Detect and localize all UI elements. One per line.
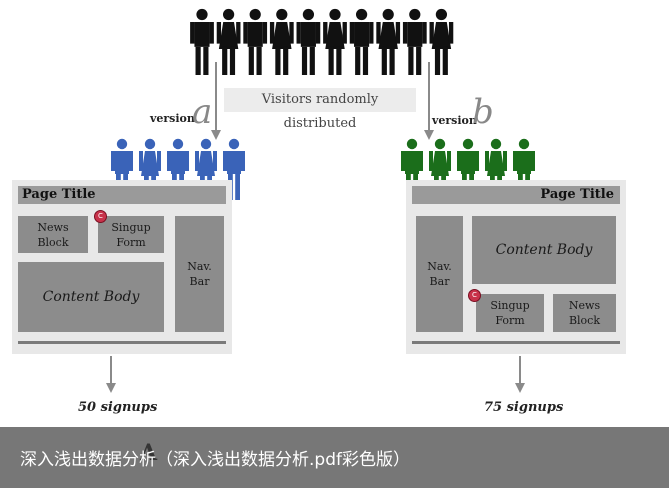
- person-male-icon: [243, 8, 268, 75]
- visitor-group-icon: [190, 8, 454, 75]
- page-mockup-b: Page Title Nav. Bar Content Body Singup …: [406, 180, 626, 354]
- person-male-icon: [296, 8, 321, 75]
- caption-text: 深入浅出数据分析（深入浅出数据分析.pdf彩色版）: [20, 450, 410, 470]
- version-b-label: version: [432, 114, 477, 127]
- version-a-letter: a: [192, 92, 213, 132]
- person-female-icon: [376, 8, 401, 75]
- content-body-a: Content Body: [18, 262, 164, 332]
- person-female-icon: [216, 8, 241, 75]
- arrow-down-icon: [515, 383, 525, 393]
- version-b-letter: b: [472, 92, 494, 132]
- news-block-b: News Block: [553, 294, 616, 332]
- person-male-icon: [402, 8, 427, 75]
- page-footer-b: [412, 341, 620, 344]
- distribution-label: Visitors randomly distributed: [224, 88, 416, 131]
- person-male-icon: [349, 8, 374, 75]
- person-female-icon: [269, 8, 294, 75]
- page-footer-a: [18, 341, 226, 344]
- signup-form-b: Singup Form: [476, 294, 544, 332]
- caption-banner: 深入浅出数据分析（深入浅出数据分析.pdf彩色版）: [0, 427, 669, 488]
- signups-b: 75 signups: [484, 400, 564, 415]
- content-body-b: Content Body: [472, 216, 616, 284]
- person-female-icon: [323, 8, 347, 75]
- page-title-a: Page Title: [18, 186, 226, 204]
- page-title-b: Page Title: [412, 186, 620, 204]
- news-block-a: News Block: [18, 216, 88, 253]
- person-male-icon: [190, 8, 214, 75]
- nav-bar-b: Nav. Bar: [416, 216, 463, 332]
- signups-a: 50 signups: [78, 400, 158, 415]
- nav-bar-a: Nav. Bar: [175, 216, 224, 332]
- conversion-marker-icon: C: [468, 289, 481, 302]
- signup-form-a: Singup Form: [98, 216, 164, 253]
- arrow-down-icon: [106, 383, 116, 393]
- version-a-label: version: [150, 112, 195, 125]
- page-mockup-a: Page Title News Block Singup Form Nav. B…: [12, 180, 232, 354]
- person-female-icon: [429, 8, 454, 75]
- conversion-marker-icon: C: [94, 210, 107, 223]
